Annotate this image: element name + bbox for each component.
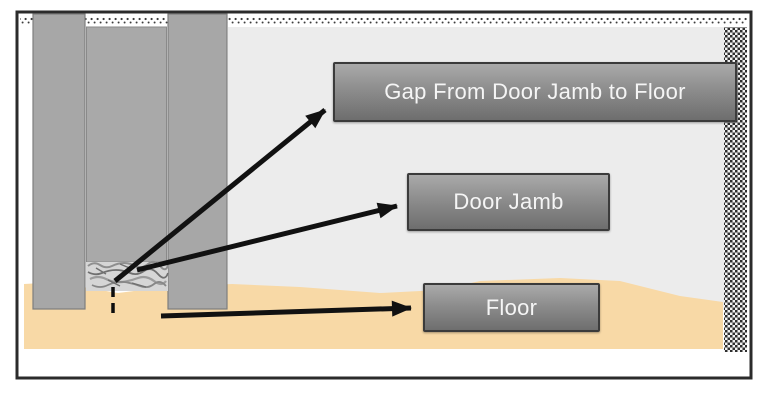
door-jamb-label-box: Door Jamb: [407, 173, 610, 231]
gap-label-box: Gap From Door Jamb to Floor: [333, 62, 737, 122]
floor-label-box: Floor: [423, 283, 600, 332]
door-slab: [86, 26, 167, 263]
door-jamb-arrow: [136, 202, 398, 273]
door-jamb-label-text: Door Jamb: [453, 189, 564, 214]
door-jamb-left: [32, 13, 86, 310]
door-jamb-right: [167, 13, 228, 310]
floor-arrow: [160, 300, 412, 319]
floor-label-text: Floor: [485, 294, 538, 320]
gap-arrow: [113, 108, 327, 283]
wall-dotted-strip: [20, 14, 747, 28]
gap-label-text: Gap From Door Jamb to Floor: [384, 79, 686, 104]
